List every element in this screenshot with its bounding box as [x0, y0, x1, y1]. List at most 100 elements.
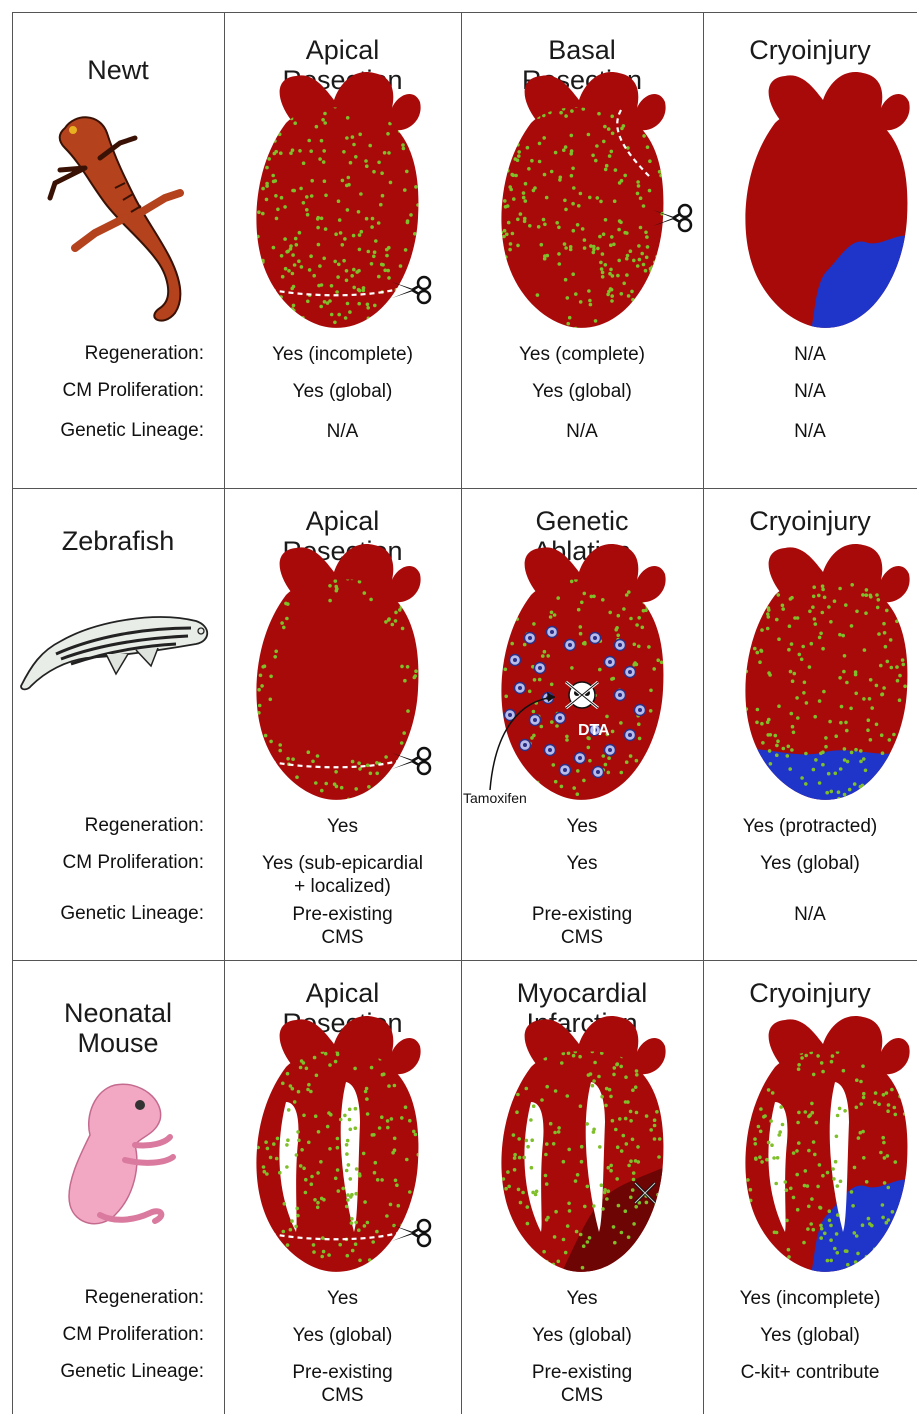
cardiomyocyte-dot: [404, 310, 408, 314]
cardiomyocyte-dot: [654, 271, 658, 275]
cardiomyocyte-dot: [418, 1098, 422, 1102]
cardiomyocyte-dot: [627, 1164, 631, 1168]
cardiomyocyte-dot: [557, 252, 561, 256]
cardiomyocyte-dot: [291, 1087, 295, 1091]
cardiomyocyte-dot: [797, 1271, 801, 1275]
cardiomyocyte-dot: [524, 305, 528, 309]
cardiomyocyte-dot: [767, 718, 771, 722]
cardiomyocyte-dot: [300, 265, 304, 269]
cardiomyocyte-dot: [629, 1270, 633, 1274]
cardiomyocyte-dot: [633, 321, 637, 325]
cardiomyocyte-dot: [879, 788, 883, 792]
cardiomyocyte-dot: [363, 1224, 367, 1228]
cardiomyocyte-dot: [571, 167, 575, 171]
cardiomyocyte-dot: [376, 1178, 380, 1182]
cardiomyocyte-dot: [620, 292, 624, 296]
cardiomyocyte-dot: [647, 1238, 651, 1242]
cardiomyocyte-dot: [287, 269, 291, 273]
cardiomyocyte-dot: [522, 196, 526, 200]
value-line: Yes (global): [703, 1324, 917, 1347]
cardiomyocyte-dot: [626, 254, 630, 258]
cardiomyocyte-dot: [328, 1063, 332, 1067]
cardiomyocyte-dot: [337, 1189, 341, 1193]
cardiomyocyte-dot: [304, 1191, 308, 1195]
cardiomyocyte-dot: [414, 139, 418, 143]
cardiomyocyte-dot: [624, 1117, 628, 1121]
cardiomyocyte-dot: [271, 1077, 275, 1081]
cardiomyocyte-dot: [306, 300, 310, 304]
cardiomyocyte-dot: [387, 151, 391, 155]
cardiomyocyte-dot: [286, 1072, 290, 1076]
cardiomyocyte-dot: [373, 1171, 377, 1175]
cardiomyocyte-dot: [634, 1159, 638, 1163]
cardiomyocyte-dot: [567, 1051, 571, 1055]
cardiomyocyte-dot: [354, 1107, 358, 1111]
cardiomyocyte-dot: [772, 1156, 776, 1160]
cardiomyocyte-dot: [649, 1128, 653, 1132]
cell-value: N/A: [703, 903, 917, 926]
cardiomyocyte-dot: [865, 1180, 869, 1184]
row-label-cm-proliferation: CM Proliferation:: [12, 1324, 204, 1346]
cardiomyocyte-dot: [298, 149, 302, 153]
cardiomyocyte-dot: [269, 115, 273, 119]
cardiomyocyte-dot: [635, 1069, 639, 1073]
cardiomyocyte-dot: [296, 1130, 300, 1134]
cardiomyocyte-dot: [811, 1111, 815, 1115]
cardiomyocyte-dot: [753, 647, 757, 651]
cardiomyocyte-dot: [276, 1137, 280, 1141]
cardiomyocyte-dot: [752, 1255, 756, 1259]
cardiomyocyte-dot: [791, 679, 795, 683]
cardiomyocyte-dot: [374, 239, 378, 243]
cardiomyocyte-dot: [367, 317, 371, 321]
cardiomyocyte-dot: [295, 1207, 299, 1211]
cardiomyocyte-dot: [867, 718, 871, 722]
cardiomyocyte-dot: [266, 1059, 270, 1063]
cardiomyocyte-dot: [268, 777, 272, 781]
cardiomyocyte-dot: [574, 1179, 578, 1183]
cardiomyocyte-dot: [281, 119, 285, 123]
cardiomyocyte-dot: [558, 262, 562, 266]
cardiomyocyte-dot: [284, 310, 288, 314]
cardiomyocyte-dot: [865, 1255, 869, 1259]
cardiomyocyte-dot: [819, 1236, 823, 1240]
cardiomyocyte-dot: [869, 1256, 873, 1260]
cardiomyocyte-dot: [777, 1263, 781, 1267]
cardiomyocyte-dot: [903, 777, 907, 781]
cardiomyocyte-dot: [334, 1177, 338, 1181]
cardiomyocyte-dot: [905, 618, 909, 622]
cardiomyocyte-dot: [570, 174, 574, 178]
cardiomyocyte-dot: [812, 1140, 816, 1144]
cardiomyocyte-dot: [644, 231, 648, 235]
cardiomyocyte-dot: [802, 691, 806, 695]
cardiomyocyte-dot: [838, 676, 842, 680]
cardiomyocyte-dot: [532, 1104, 536, 1108]
cardiomyocyte-dot: [749, 1188, 753, 1192]
cardiomyocyte-dot: [351, 135, 355, 139]
cardiomyocyte-dot: [394, 619, 398, 623]
value-line: + localized): [224, 875, 461, 898]
cardiomyocyte-dot: [553, 1131, 557, 1135]
cardiomyocyte-dot: [357, 210, 361, 214]
cardiomyocyte-dot: [748, 594, 752, 598]
cardiomyocyte-dot: [640, 252, 644, 256]
cardiomyocyte-dot: [767, 671, 771, 675]
cardiomyocyte-dot: [393, 1137, 397, 1141]
cardiomyocyte-dot: [812, 1073, 816, 1077]
cardiomyocyte-dot: [836, 1184, 840, 1188]
cardiomyocyte-dot: [577, 204, 581, 208]
cardiomyocyte-dot: [771, 1091, 775, 1095]
cardiomyocyte-dot: [402, 1077, 406, 1081]
cardiomyocyte-dot: [260, 278, 264, 282]
cardiomyocyte-dot: [537, 321, 541, 325]
cardiomyocyte-dot: [611, 1119, 615, 1123]
cardiomyocyte-dot: [818, 1163, 822, 1167]
cardiomyocyte-dot: [879, 1151, 883, 1155]
cardiomyocyte-dot: [775, 753, 779, 757]
cardiomyocyte-dot: [886, 793, 890, 797]
cardiomyocyte-dot: [612, 1225, 616, 1229]
row-label-genetic-lineage: Genetic Lineage:: [12, 1361, 204, 1383]
cardiomyocyte-dot: [777, 637, 781, 641]
cardiomyocyte-dot: [256, 276, 260, 280]
value-line: CMS: [224, 1384, 461, 1407]
cardiomyocyte-dot: [516, 218, 520, 222]
